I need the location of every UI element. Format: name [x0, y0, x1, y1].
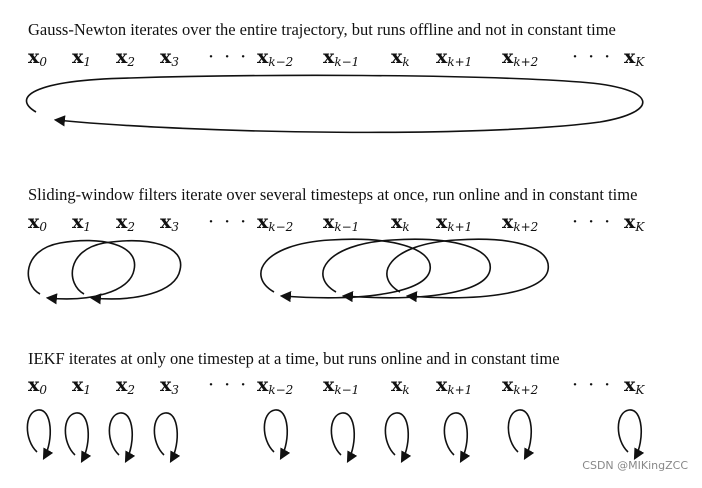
window-loop-1 — [27, 239, 136, 305]
window-loop-3 — [260, 238, 431, 303]
ellipsis-left: · · · — [208, 46, 249, 68]
state-x1: x1 — [72, 374, 91, 397]
state-x1: x1 — [72, 46, 91, 69]
state-xk+2: xk+2 — [502, 374, 539, 397]
iekf-loop-xk-2 — [263, 409, 291, 460]
iekf-loops — [26, 409, 645, 463]
state-x3: x3 — [160, 46, 179, 69]
iekf-loop-xK — [617, 409, 645, 460]
state-row-iekf: x0 x1 x2 x3 · · · xk−2 xk−1 xk xk+1 xk+2… — [0, 374, 702, 404]
state-xk: xk — [391, 374, 410, 397]
state-x0: x0 — [28, 211, 47, 234]
caption-iekf: IEKF iterates at only one timestep at a … — [28, 349, 560, 368]
state-xk+2: xk+2 — [502, 211, 539, 234]
state-xK: xK — [624, 211, 645, 234]
state-xk-2: xk−2 — [257, 374, 294, 397]
window-loop-5 — [386, 238, 549, 303]
state-xk: xk — [391, 46, 410, 69]
sliding-window-loops — [27, 238, 549, 305]
state-x0: x0 — [28, 374, 47, 397]
state-xK: xK — [624, 374, 645, 397]
state-x0: x0 — [28, 46, 47, 69]
ellipsis-left: · · · — [208, 374, 249, 396]
state-x2: x2 — [116, 46, 135, 69]
state-xk+1: xk+1 — [436, 374, 473, 397]
ellipsis-right: · · · — [572, 374, 613, 396]
state-xk-2: xk−2 — [257, 211, 294, 234]
state-row-sliding-window: x0 x1 x2 x3 · · · xk−2 xk−1 xk xk+1 xk+2… — [0, 211, 702, 241]
state-xk: xk — [391, 211, 410, 234]
state-xK: xK — [624, 46, 645, 69]
state-x2: x2 — [116, 374, 135, 397]
state-x3: x3 — [160, 211, 179, 234]
window-loop-2 — [71, 240, 182, 305]
iekf-loop-xk+1 — [443, 412, 471, 463]
gauss-newton-loop — [25, 74, 644, 134]
state-x1: x1 — [72, 211, 91, 234]
window-loop-4 — [322, 238, 491, 303]
state-x3: x3 — [160, 374, 179, 397]
iekf-loop-x0 — [26, 409, 54, 460]
iekf-loop-x3 — [153, 412, 181, 463]
ellipsis-right: · · · — [572, 211, 613, 233]
ellipsis-right: · · · — [572, 46, 613, 68]
caption-gauss-newton: Gauss-Newton iterates over the entire tr… — [28, 20, 616, 39]
state-row-gauss-newton: x0 x1 x2 x3 · · · xk−2 xk−1 xk xk+1 xk+2… — [0, 46, 702, 76]
iekf-loop-xk — [384, 412, 412, 463]
watermark: CSDN @MIKingZCC — [582, 459, 688, 472]
state-xk-1: xk−1 — [323, 211, 360, 234]
state-xk+1: xk+1 — [436, 211, 473, 234]
iekf-loop-x1 — [64, 412, 92, 463]
caption-sliding-window: Sliding-window filters iterate over seve… — [28, 185, 638, 204]
iekf-loop-xk-1 — [330, 412, 358, 463]
state-xk-1: xk−1 — [323, 46, 360, 69]
state-xk-1: xk−1 — [323, 374, 360, 397]
state-xk+1: xk+1 — [436, 46, 473, 69]
state-xk+2: xk+2 — [502, 46, 539, 69]
state-xk-2: xk−2 — [257, 46, 294, 69]
ellipsis-left: · · · — [208, 211, 249, 233]
iekf-loop-xk+2 — [507, 409, 535, 460]
state-x2: x2 — [116, 211, 135, 234]
iekf-loop-x2 — [108, 412, 136, 463]
